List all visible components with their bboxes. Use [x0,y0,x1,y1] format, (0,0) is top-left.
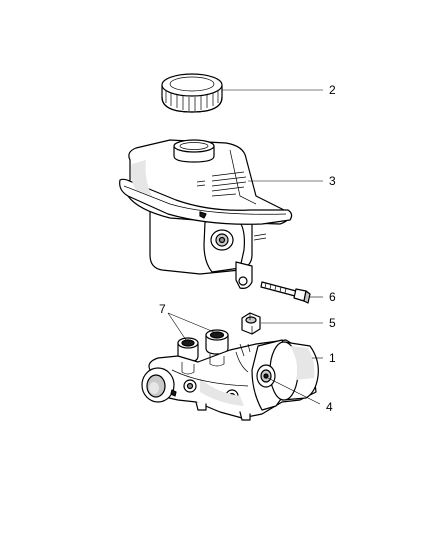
reservoir-grommets[interactable] [177,329,229,363]
master-cylinder-body[interactable] [141,339,319,421]
callout-labels: 2 3 6 5 1 4 7 [159,83,336,414]
reservoir-cap[interactable] [161,73,223,113]
leader-line-7a [167,312,187,341]
callout-7: 7 [159,302,166,316]
callout-2: 2 [329,83,336,97]
nut[interactable] [241,312,261,335]
leader-line-4 [267,377,321,405]
callout-3: 3 [329,174,336,188]
callout-4: 4 [326,400,333,414]
callout-6: 6 [329,290,336,304]
fluid-reservoir[interactable] [119,139,293,289]
callout-1: 1 [329,351,336,365]
leader-lines [167,89,323,405]
callout-5: 5 [329,316,336,330]
bolt[interactable] [260,281,311,304]
leader-line-7b [167,312,215,333]
